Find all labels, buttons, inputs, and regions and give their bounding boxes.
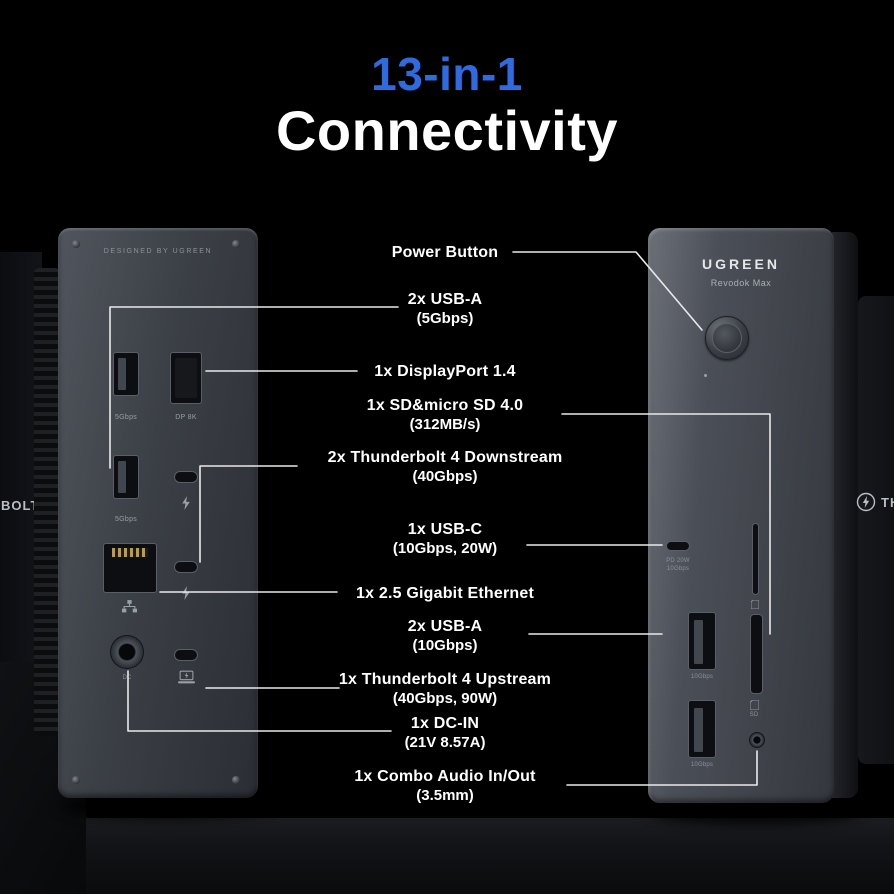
callout-ethernet: 1x 2.5 Gigabit Ethernet [356,584,534,603]
model-name: Revodok Max [710,278,772,288]
power-button [705,316,749,360]
left-device-rear-panel: DESIGNED BY UGREEN 5Gbps DP 8K 5Gbps DC [58,228,258,798]
displayport-inner [175,358,197,398]
callout-combo-audio: 1x Combo Audio In/Out (3.5mm) [354,767,535,805]
callout-label: 1x 2.5 Gigabit Ethernet [356,585,534,602]
callout-label: 1x DisplayPort 1.4 [374,363,516,380]
callout-usb-a-5gbps: 2x USB-A (5Gbps) [408,290,483,328]
callout-sd-card: 1x SD&micro SD 4.0 (312MB/s) [367,396,524,434]
callout-thunderbolt-downstream: 2x Thunderbolt 4 Downstream (40Gbps) [328,448,563,486]
usb-a-tongue [694,708,703,752]
callout-displayport: 1x DisplayPort 1.4 [374,362,515,381]
status-led [704,374,707,377]
audio-jack [749,732,765,748]
port-label: 10Gbps [666,566,690,572]
sd-slot [750,614,763,694]
usb-a-tongue [118,358,126,390]
usb-a-tongue [118,461,126,493]
lightning-icon [182,586,190,600]
thunderbolt-icon [856,492,876,512]
port-label: 10Gbps [690,674,714,680]
title-main: Connectivity [275,99,619,162]
callout-usb-c: 1x USB-C (10Gbps, 20W) [393,520,497,558]
usb-a-port [113,352,139,396]
right-device-front-panel: UGREEN Revodok Max PD 20W 10Gbps SD 10Gb… [648,228,834,803]
port-label: 10Gbps [690,762,714,768]
port-label: PD 20W [666,558,690,564]
ethernet-pins [112,548,148,557]
callout-sublabel: (21V 8.57A) [404,734,486,751]
usb-a-port [688,612,716,670]
callout-label: Power Button [391,244,499,261]
callout-sublabel: (10Gbps, 20W) [392,540,498,557]
floor-surface [0,818,894,894]
ethernet-port [103,543,157,593]
right-device-side-face [832,232,858,798]
title-accent: 13-in-1 [371,48,523,100]
usb-a-port [113,455,139,499]
thunderbolt-port [174,471,198,483]
dc-in-jack [110,635,144,669]
callout-sublabel: (10Gbps) [412,637,478,654]
callout-label: 1x DC-IN [410,715,480,732]
thunderbolt-upstream-port [174,649,198,661]
port-label: SD [749,712,759,718]
sd-card-icon [750,700,759,710]
thunderbolt-port [174,561,198,573]
port-label: DC [122,675,132,681]
microsd-slot [752,523,759,595]
page-title: 13-in-1 Connectivity [0,48,894,162]
port-label: 5Gbps [114,414,138,421]
port-label: 5Gbps [114,516,138,523]
heatsink-fins [34,268,60,736]
screw-icon [72,240,80,248]
engraving-text: DESIGNED BY UGREEN [103,248,213,255]
brand-logo-text: UGREEN [702,256,780,272]
power-button-ring [712,323,742,353]
thunderbolt-partial-text: BOLT. [1,498,43,513]
callout-sublabel: (5Gbps) [416,310,474,327]
callout-label: 1x Thunderbolt 4 Upstream [338,671,552,688]
callout-label: 2x Thunderbolt 4 Downstream [327,449,563,466]
lightning-icon [182,496,190,510]
screw-icon [72,776,80,784]
screw-icon [232,776,240,784]
thunderbolt-label: TH [881,494,894,510]
network-icon [122,600,137,613]
microsd-card-icon [751,600,759,609]
callout-label: 1x Combo Audio In/Out [354,768,536,785]
callout-sublabel: (40Gbps) [412,468,478,485]
callout-label: 2x USB-A [407,291,483,308]
callout-label: 2x USB-A [407,618,483,635]
callout-usb-a-10gbps: 2x USB-A (10Gbps) [408,617,483,655]
callout-sublabel: (312MB/s) [409,416,481,433]
displayport-port [170,352,202,404]
callout-power-button: Power Button [392,243,498,262]
callout-label: 1x SD&micro SD 4.0 [366,397,524,414]
screw-icon [232,240,240,248]
right-device-side-edge [858,296,894,764]
laptop-lightning-icon [178,670,195,684]
callout-sublabel: (40Gbps, 90W) [392,690,498,707]
callout-sublabel: (3.5mm) [416,787,474,804]
usb-a-tongue [694,620,703,664]
usb-a-port [688,700,716,758]
callout-label: 1x USB-C [407,521,483,538]
callout-thunderbolt-upstream: 1x Thunderbolt 4 Upstream (40Gbps, 90W) [339,670,551,708]
port-label: DP 8K [175,414,197,421]
thunderbolt-side-logo: TH [856,492,894,512]
callout-dc-in: 1x DC-IN (21V 8.57A) [405,714,486,752]
usb-c-port [666,541,690,551]
